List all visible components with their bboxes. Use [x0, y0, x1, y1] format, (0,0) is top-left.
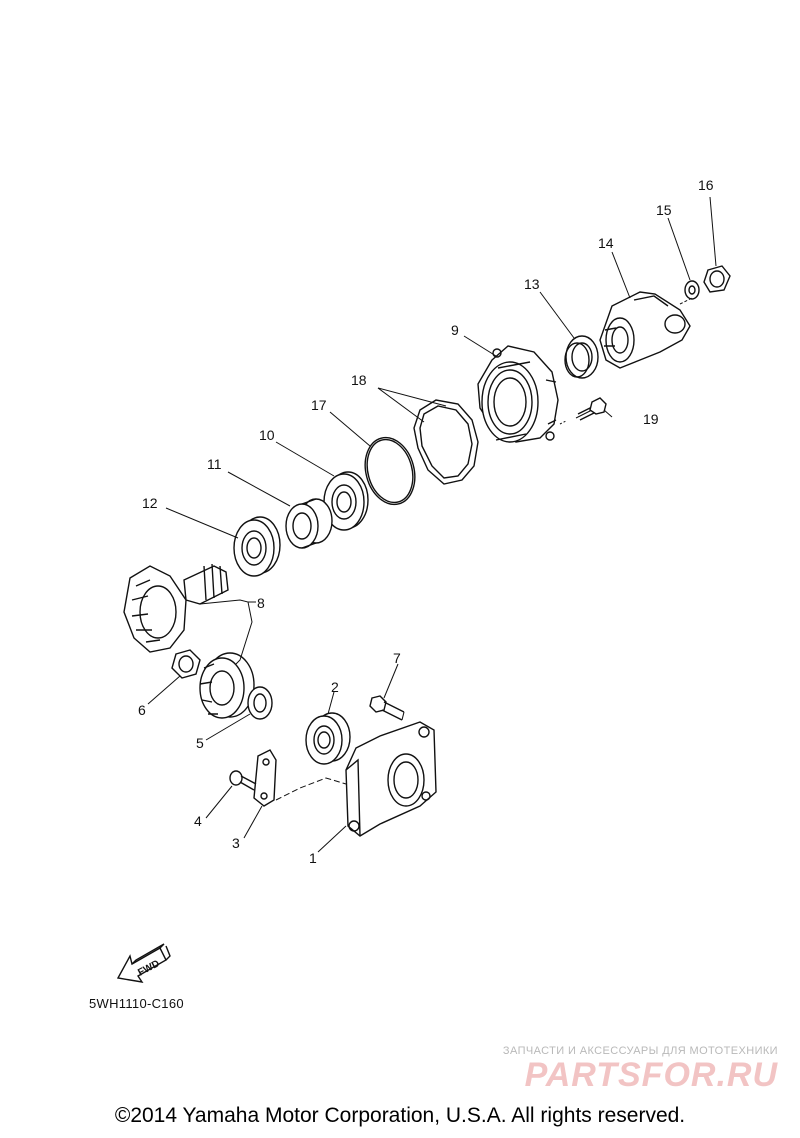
leader-lines [147, 196, 717, 853]
callout-18: 18 [351, 372, 367, 388]
part-19-bolt[interactable] [559, 397, 607, 425]
part-11-collar[interactable] [285, 498, 333, 549]
part-2-bearing[interactable] [305, 712, 351, 765]
part-12-bearing[interactable] [233, 516, 281, 577]
callout-17: 17 [311, 397, 327, 413]
part-18-gasket[interactable] [413, 399, 479, 485]
callout-4: 4 [194, 813, 202, 829]
callout-7: 7 [393, 650, 401, 666]
part-14-yoke[interactable] [599, 291, 691, 369]
callout-numbers: 1 2 3 4 5 6 7 8 9 10 11 12 13 14 15 16 1… [138, 177, 714, 866]
diagram-code: 5WH1110-C160 [89, 996, 184, 1011]
watermark-tagline: ЗАПЧАСТИ И АКСЕССУАРЫ ДЛЯ МОТОТЕХНИКИ [502, 1045, 778, 1057]
part-8-pinion-gear-shaft[interactable] [123, 563, 229, 653]
part-5-washer[interactable] [247, 686, 273, 720]
callout-6: 6 [138, 702, 146, 718]
part-7-bolt[interactable] [369, 695, 405, 721]
part-3-plate[interactable] [253, 749, 277, 807]
callout-10: 10 [259, 427, 275, 443]
copyright-notice: ©2014 Yamaha Motor Corporation, U.S.A. A… [114, 1104, 686, 1127]
callout-16: 16 [698, 177, 714, 193]
part-17-o-ring[interactable] [358, 432, 422, 510]
part-16-nut[interactable] [703, 265, 731, 293]
callout-14: 14 [598, 235, 614, 251]
callout-11: 11 [207, 456, 222, 472]
part-13-oil-seal[interactable] [564, 335, 599, 379]
callout-19: 19 [643, 411, 659, 427]
part-10-bearing[interactable] [323, 471, 369, 531]
fwd-arrow-icon: FWD [116, 943, 171, 983]
part-8-ring-gear[interactable] [199, 652, 255, 719]
part-15-washer[interactable] [684, 280, 700, 300]
callout-1: 1 [309, 850, 317, 866]
callout-2: 2 [331, 679, 339, 695]
callout-8: 8 [257, 595, 265, 611]
callout-15: 15 [656, 202, 672, 218]
part-6-nut[interactable] [171, 649, 201, 679]
callout-3: 3 [232, 835, 240, 851]
part-1-housing[interactable] [345, 721, 437, 837]
callout-9: 9 [451, 322, 459, 338]
part-4-screw[interactable] [229, 770, 257, 791]
callout-12: 12 [142, 495, 158, 511]
callout-13: 13 [524, 276, 540, 292]
callout-5: 5 [196, 735, 204, 751]
part-9-bearing-housing[interactable] [477, 345, 559, 443]
watermark-logo: PARTSFOR.RU [524, 1056, 778, 1094]
